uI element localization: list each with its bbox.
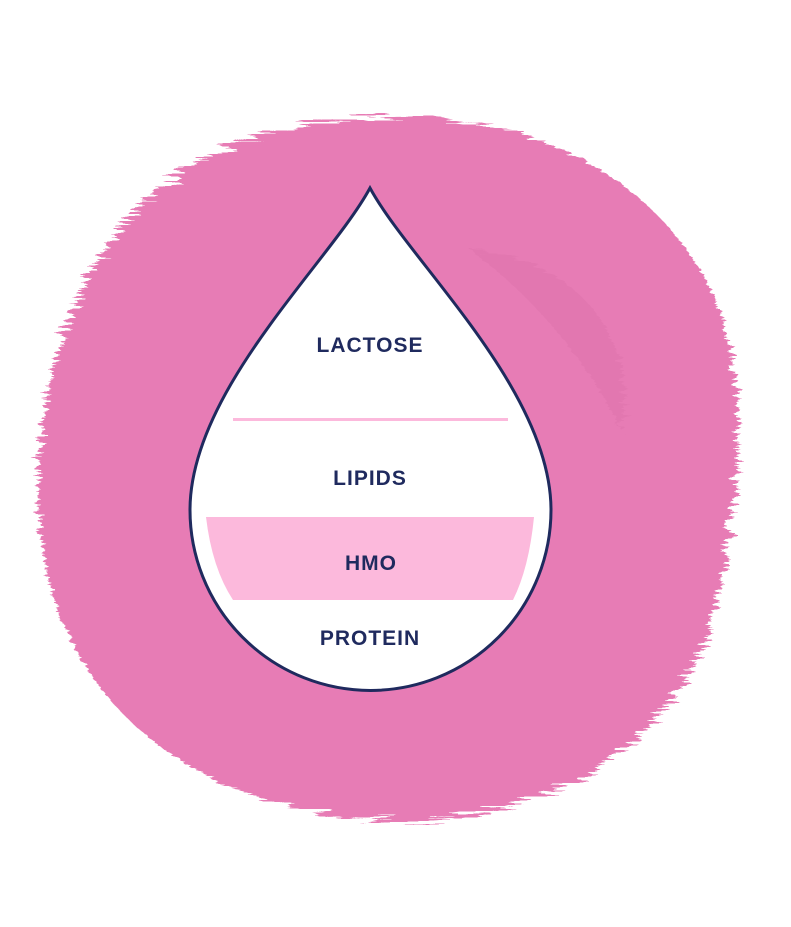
lactose-lipids-divider xyxy=(233,418,508,421)
blob-texture xyxy=(470,250,624,430)
lipids-label: LIPIDS xyxy=(333,467,407,490)
hmo-label: HMO xyxy=(345,552,397,575)
hmo-highlight-band xyxy=(206,517,534,600)
protein-label: PROTEIN xyxy=(320,627,420,650)
lactose-label: LACTOSE xyxy=(317,334,424,357)
